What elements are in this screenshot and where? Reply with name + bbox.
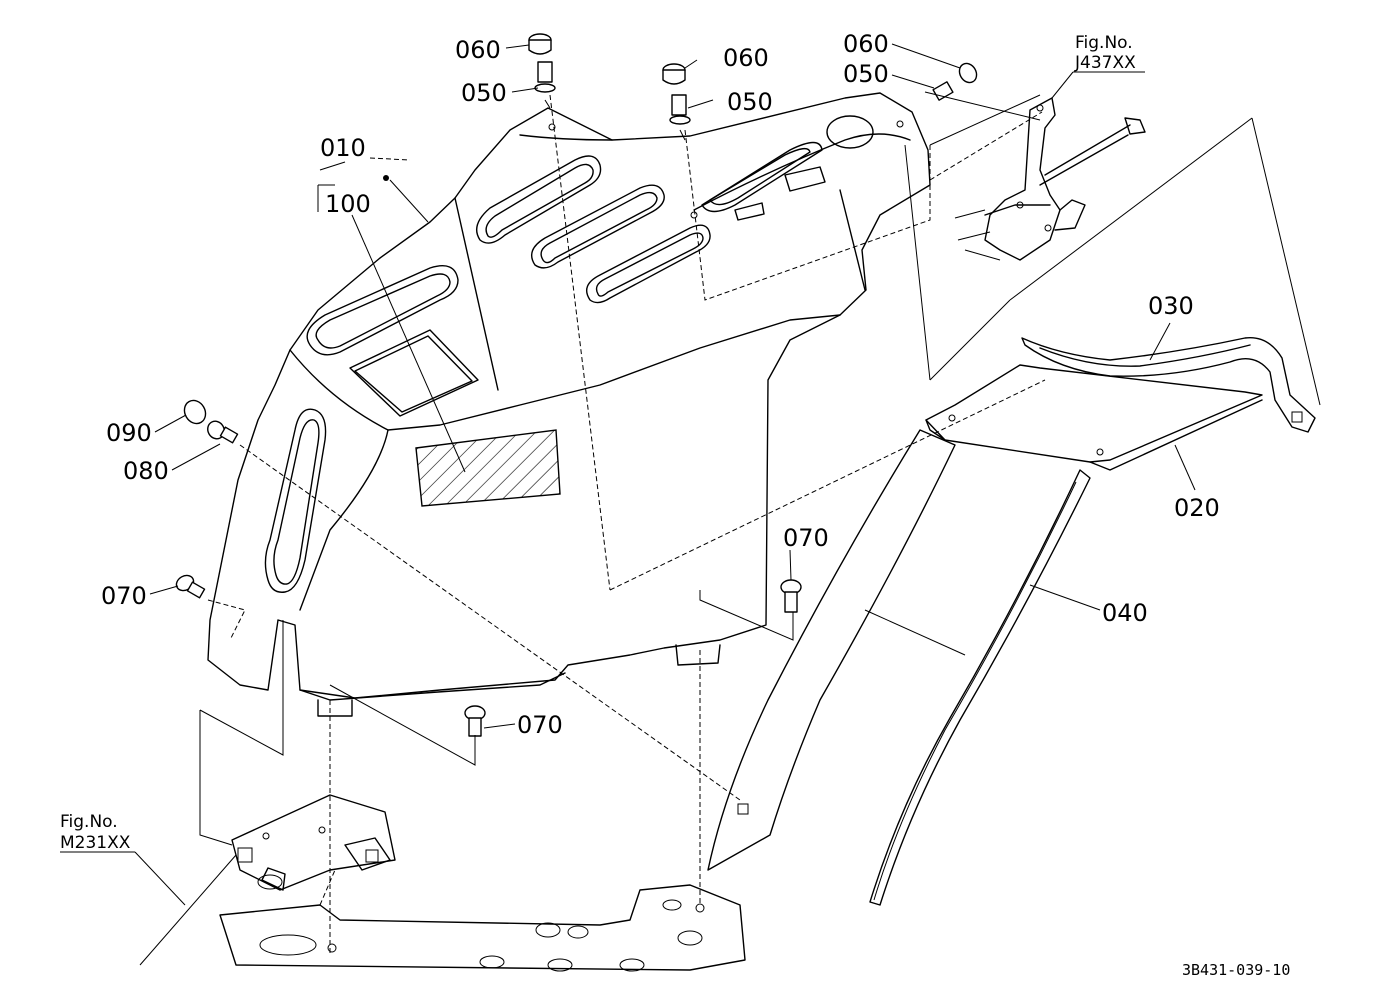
callout-020: 020 xyxy=(1174,494,1220,522)
fig-ref-bottom-code: M231XX xyxy=(60,833,131,853)
main-panel xyxy=(0,0,931,717)
fig-ref-bottom-prefix: Fig.No. xyxy=(60,812,118,832)
callout-040: 040 xyxy=(1102,599,1148,627)
callout-030: 030 xyxy=(1148,292,1194,320)
callout-050-a: 050 xyxy=(461,79,507,107)
fasteners xyxy=(175,33,978,737)
floor-plate xyxy=(219,794,746,972)
callout-070-b: 070 xyxy=(783,524,829,552)
bracket-assembly xyxy=(954,97,1146,261)
fig-ref-top-code: J437XX xyxy=(1074,53,1136,73)
callout-070-a: 070 xyxy=(101,582,147,610)
callout-100: 100 xyxy=(325,190,371,218)
leader-lines xyxy=(60,43,1196,966)
fender-bracket-020 xyxy=(925,364,1263,471)
callout-060-b: 060 xyxy=(723,44,769,72)
part-callouts: 060 050 060 050 060 050 010 100 030 020 … xyxy=(101,30,1220,739)
alignment-lines xyxy=(207,94,1046,955)
panel-slots xyxy=(264,141,823,593)
cover-030 xyxy=(1021,336,1316,433)
callout-060-a: 060 xyxy=(455,36,501,64)
callout-050-b: 050 xyxy=(727,88,773,116)
drawing-code: 3B431-039-10 xyxy=(1182,961,1290,979)
callout-080: 080 xyxy=(123,457,169,485)
callout-010: 010 xyxy=(320,134,366,162)
callout-050-c: 050 xyxy=(843,60,889,88)
callout-070-c: 070 xyxy=(517,711,563,739)
hatched-decal xyxy=(415,429,561,507)
callout-090: 090 xyxy=(106,419,152,447)
panel-openings xyxy=(349,115,874,417)
callout-060-c: 060 xyxy=(843,30,889,58)
figure-references: Fig.No. J437XX Fig.No. M231XX xyxy=(60,33,1136,853)
decal-100 xyxy=(0,0,1,1)
assembly-lines xyxy=(199,91,1321,846)
fender-040 xyxy=(707,429,1091,906)
mounting-holes xyxy=(548,120,904,219)
fig-ref-top-prefix: Fig.No. xyxy=(1075,33,1133,53)
